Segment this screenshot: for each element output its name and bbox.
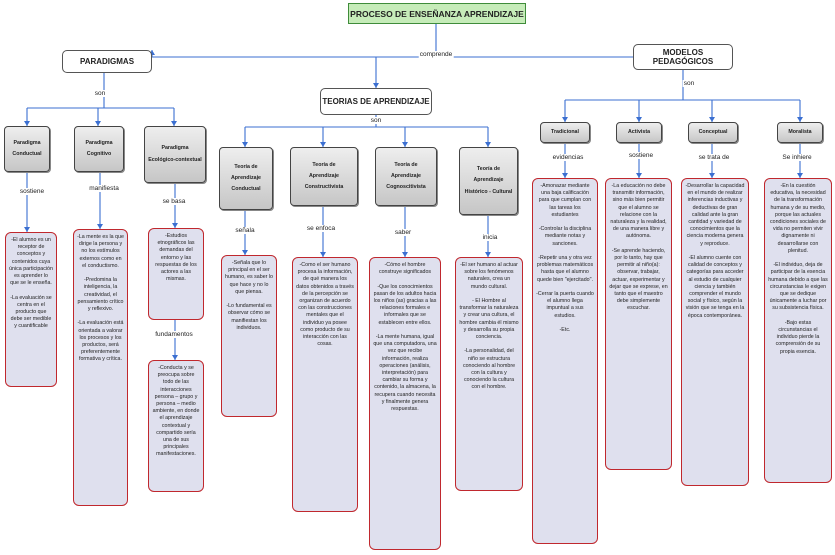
link-son-modelos: son	[682, 80, 696, 87]
modelo-tradicional-content: -Amonazar mediante una baja calificación…	[532, 178, 598, 544]
link-se-basa: se basa	[161, 198, 187, 205]
paradigma-conductual-node: Paradigma Conductual	[4, 126, 50, 172]
teoria-cognoscitivista-content: -Cómo el hombre construye significados -…	[369, 257, 441, 550]
paradigma-conductual-content: -El alumno es un receptor de conceptos y…	[5, 232, 57, 387]
link-se-trata-de: se trata de	[697, 154, 731, 161]
modelo-moralista-content: -En la cuestión educativa, la necesidad …	[764, 178, 832, 483]
link-sostiene-activista: sostiene	[627, 152, 655, 159]
link-son-teorias: son	[369, 117, 383, 124]
map-title: PROCESO DE ENSEÑANZA APRENDIZAJE	[348, 3, 526, 24]
teoria-constructivista-node: Teoría de Aprendizaje Constructivista	[290, 147, 358, 206]
modelo-conceptual-node: Conceptual	[688, 122, 738, 143]
teoria-cognoscitivista-node: Teoría de Aprendizaje Cognoscitivista	[375, 147, 437, 206]
teorias-node: TEORIAS DE APRENDIZAJE	[320, 88, 432, 115]
paradigma-cognitivo-node: Paradigma Cognitivo	[74, 126, 124, 172]
link-senala: señala	[234, 227, 256, 234]
link-se-enfoca: se enfoca	[305, 225, 337, 232]
link-saber: saber	[393, 229, 413, 236]
teoria-conductual-node: Teoría de Aprendizaje Conductual	[219, 147, 273, 210]
modelo-activista-content: -La educación no debe transmitir informa…	[605, 178, 672, 470]
paradigmas-node: PARADIGMAS	[62, 50, 152, 73]
link-son-paradigmas: son	[93, 90, 107, 97]
teoria-historico-cultural-content: -El ser humano al actuar sobre los fenóm…	[455, 257, 523, 491]
link-inicia: inicia	[481, 234, 499, 241]
teoria-constructivista-content: -Como el ser humano procesa la informaci…	[292, 257, 358, 512]
teoria-conductual-content: -Señala que lo principal en el ser human…	[221, 255, 277, 417]
modelo-tradicional-node: Tradicional	[540, 122, 590, 143]
modelo-conceptual-content: -Desarrollar la capacidad en el mundo de…	[681, 178, 749, 486]
link-manifiesta: manifiesta	[88, 185, 120, 192]
paradigma-ecologico-node: Paradigma Ecológico-contextual	[144, 126, 206, 183]
modelos-node: MODELOS PEDAGÓGICOS	[633, 44, 733, 70]
paradigma-ecologico-content-1: -Estudios etnográficos las demandas del …	[148, 228, 204, 320]
teoria-historico-cultural-node: Teoría de Aprendizaje Histórico - Cultur…	[459, 147, 518, 215]
link-evidencias: evidencias	[551, 154, 585, 161]
paradigma-cognitivo-content: -La mente es la que dirige la persona y …	[73, 229, 128, 506]
link-se-inhiere: Se inhiere	[781, 154, 813, 161]
modelo-activista-node: Activista	[616, 122, 662, 143]
link-fundamentos: fundamentos	[154, 331, 194, 338]
modelo-moralista-node: Moralista	[777, 122, 823, 143]
paradigma-ecologico-content-2: -Conducta y se preocupa sobre todo de la…	[148, 360, 204, 492]
link-sostiene: sostiene	[18, 188, 46, 195]
link-comprende: comprende	[418, 51, 454, 58]
